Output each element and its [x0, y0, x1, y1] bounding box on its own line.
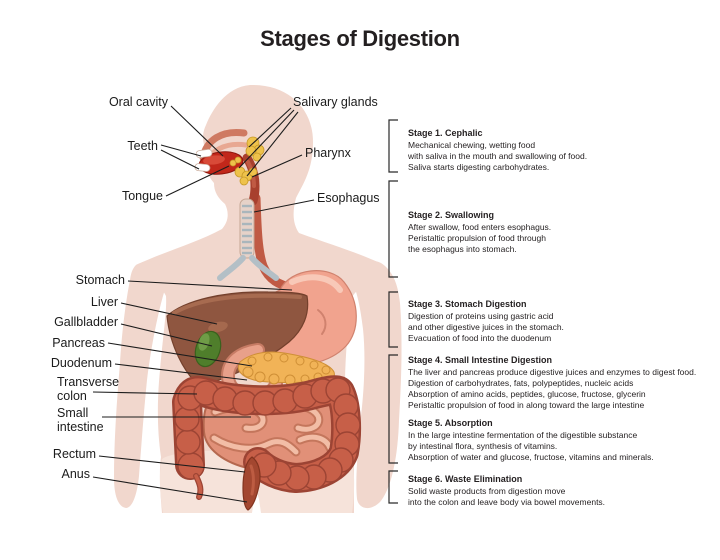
stage-4-line: Peristaltic propulsion of food in along … — [408, 400, 645, 410]
salivary-line-3 — [246, 111, 299, 177]
rectum-line — [98, 455, 246, 473]
bracket-stage-4-5 — [388, 354, 398, 464]
left-bronchus-shape — [217, 255, 246, 281]
stage-2-line: Peristaltic propulsion of food through — [408, 233, 546, 243]
gallbladder-line — [120, 323, 213, 347]
stage-4-line: Absorption of amino acids, peptides, glu… — [408, 389, 646, 399]
esophagus-line — [253, 199, 315, 213]
stage-2-block: Stage 2. Swallowing After swallow, food … — [408, 210, 718, 255]
stage-5-block: Stage 5. Absorption In the large intesti… — [408, 418, 718, 463]
label-oral-cavity: Oral cavity — [108, 95, 168, 109]
stage-4-line: Digestion of carbohydrates, fats, polype… — [408, 378, 634, 388]
label-small-intestine: Small intestine — [57, 406, 104, 434]
label-duodenum: Duodenum — [50, 356, 112, 370]
stomach-inner-shadow — [317, 309, 327, 335]
label-salivary-glands: Salivary glands — [293, 95, 378, 109]
salivary-line-2 — [238, 109, 295, 169]
page-title: Stages of Digestion — [260, 26, 460, 51]
label-pancreas: Pancreas — [52, 336, 105, 350]
mouth-region — [194, 128, 265, 186]
label-pharynx: Pharynx — [305, 146, 351, 160]
stage-5-line: by intestinal flora, synthesis of vitami… — [408, 441, 558, 451]
teeth-line-2 — [160, 149, 200, 170]
stage-4-title: Stage 4. Small Intestine Digestion — [408, 355, 553, 365]
label-rectum: Rectum — [52, 447, 96, 461]
throat-region — [217, 153, 298, 293]
bracket-stage-6 — [388, 470, 398, 504]
rectum-region — [242, 456, 261, 511]
liver-line — [120, 302, 218, 325]
stage-6-line: Solid waste products from digestion move — [408, 486, 566, 496]
stage-brackets — [388, 119, 398, 504]
liver-region — [166, 291, 309, 387]
bracket-stage-1 — [388, 119, 398, 173]
oral-cavity-line — [170, 105, 224, 157]
tongue-highlight — [203, 155, 225, 165]
rectum-shape — [242, 456, 261, 511]
label-teeth: Teeth — [127, 139, 158, 153]
anus-line — [92, 476, 248, 503]
tongue-line — [165, 165, 230, 197]
transverse-colon-line — [92, 391, 198, 395]
stage-4-block: Stage 4. Small Intestine Digestion The l… — [408, 355, 718, 411]
bracket-stage-2 — [388, 180, 398, 278]
pancreas-line — [107, 342, 253, 367]
label-tongue: Tongue — [121, 189, 163, 203]
stage-2-title: Stage 2. Swallowing — [408, 210, 495, 220]
duodenum-line — [114, 363, 248, 381]
stage-3-title: Stage 3. Stomach Digestion — [408, 299, 527, 309]
stage-5-line: Absorption of water and glucose, fructos… — [408, 452, 654, 462]
label-esophagus: Esophagus — [317, 191, 380, 205]
stage-2-line: the esophagus into stomach. — [408, 244, 517, 254]
label-gallbladder: Gallbladder — [54, 315, 118, 329]
stage-1-block: Stage 1. Cephalic Mechanical chewing, we… — [408, 128, 718, 173]
stage-3-line: Evacuation of food into the duodenum — [408, 333, 552, 343]
liver-dimple — [208, 321, 228, 333]
left-arm-shape — [114, 261, 169, 508]
stage-6-block: Stage 6. Waste Elimination Solid waste p… — [408, 474, 718, 508]
large-intestine-region — [172, 375, 362, 500]
stage-3-line: and other digestive juices in the stomac… — [408, 322, 564, 332]
label-stomach: Stomach — [75, 273, 125, 287]
pharynx-line — [251, 154, 303, 178]
stage-3-block: Stage 3. Stomach Digestion Digestion of … — [408, 299, 718, 344]
right-bronchus-shape — [249, 255, 279, 281]
stomach-highlight — [289, 274, 343, 293]
stage-6-title: Stage 6. Waste Elimination — [408, 474, 523, 484]
label-anus: Anus — [61, 467, 91, 481]
stage-5-title: Stage 5. Absorption — [408, 418, 493, 428]
liver-top-highlight — [172, 293, 302, 315]
trachea-shape — [239, 198, 255, 259]
rectum-highlight — [249, 464, 255, 496]
stage-1-line: Saliva starts digesting carbohydrates. — [408, 162, 550, 172]
stage-1-line: with saliva in the mouth and swallowing … — [408, 151, 588, 161]
stage-1-title: Stage 1. Cephalic — [408, 128, 483, 138]
gallbladder-highlight — [198, 333, 210, 351]
appendix-shape — [194, 474, 203, 499]
trachea-rings — [242, 204, 252, 255]
stomach-line — [127, 280, 293, 291]
label-liver: Liver — [90, 295, 118, 309]
stage-2-line: After swallow, food enters esophagus. — [408, 222, 552, 232]
stage-3-line: Digestion of proteins using gastric acid — [408, 311, 554, 321]
stage-6-line: into the colon and leave body via bowel … — [408, 497, 606, 507]
stage-5-line: In the large intestine fermentation of t… — [408, 430, 638, 440]
bracket-stage-3 — [388, 291, 398, 348]
teeth-line-1 — [160, 144, 202, 157]
stage-4-line: The liver and pancreas produce digestive… — [408, 367, 697, 377]
colon-haustra — [174, 377, 361, 491]
stage-1-line: Mechanical chewing, wetting food — [408, 140, 536, 150]
label-transverse-colon: Transverse colon — [57, 375, 120, 403]
salivary-line-1 — [248, 107, 292, 148]
leader-lines — [92, 105, 315, 503]
